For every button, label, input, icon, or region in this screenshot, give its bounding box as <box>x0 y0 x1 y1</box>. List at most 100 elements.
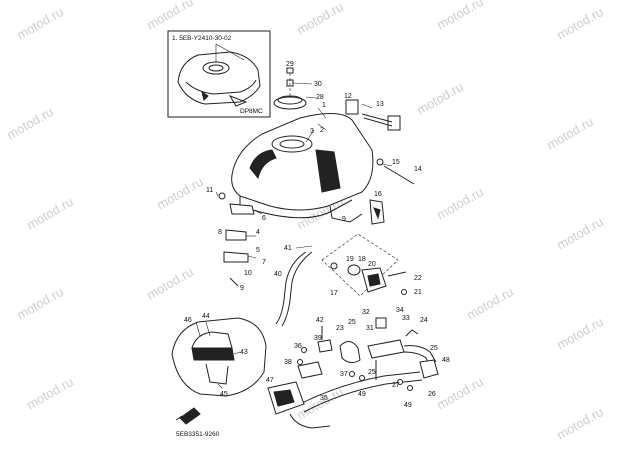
fuel-line-assembly <box>267 317 439 429</box>
pump-relay <box>297 361 323 379</box>
inset-title: 1. 5EB-Y2410-30-02 <box>172 35 232 42</box>
watermark: motod.ru <box>414 79 466 118</box>
callout-29: 29 <box>286 61 294 68</box>
watermark: motod.ru <box>434 0 486 33</box>
callout-1: 1 <box>322 102 326 109</box>
watermark: motod.ru <box>144 0 196 33</box>
tank-side-cover <box>171 317 267 397</box>
front-bracket <box>229 203 255 215</box>
callout-47: 47 <box>266 377 274 384</box>
callout-14: 14 <box>414 166 422 173</box>
tank-filler-neck <box>271 135 313 153</box>
callout-10: 10 <box>244 270 252 277</box>
tank-mount-bracket <box>345 99 415 225</box>
filler-cap-assembly <box>273 67 317 110</box>
callout-36: 36 <box>294 343 302 350</box>
inset-filler-opening <box>202 61 230 75</box>
callout-41: 41 <box>284 245 292 252</box>
fuel-cock-assembly <box>275 233 407 327</box>
watermark: motod.ru <box>464 284 516 323</box>
callout-44: 44 <box>202 313 210 320</box>
callout-16: 16 <box>374 191 382 198</box>
callout-2: 2 <box>320 127 324 134</box>
mount-washer <box>376 158 384 166</box>
inset-badge <box>201 90 209 101</box>
callout-37: 37 <box>340 371 348 378</box>
mount-bolt <box>383 165 415 185</box>
watermark: motod.ru <box>434 184 486 223</box>
callout-30: 30 <box>314 81 322 88</box>
callout-11: 11 <box>206 187 213 194</box>
callout-18: 18 <box>358 256 366 263</box>
callout-3: 3 <box>310 128 314 135</box>
callout-4: 4 <box>256 229 260 236</box>
callout-24: 24 <box>420 317 428 324</box>
callout-38: 38 <box>284 359 292 366</box>
rubber-damper-rear <box>387 115 401 131</box>
callout-27: 27 <box>392 382 400 389</box>
cap-screw <box>286 67 294 74</box>
callout-21: 21 <box>414 289 422 296</box>
callout-39: 39 <box>314 335 322 342</box>
callout-35: 35 <box>320 395 328 402</box>
callout-46: 46 <box>184 317 192 324</box>
rubber-mount <box>225 229 247 241</box>
watermark: motod.ru <box>554 314 606 353</box>
callout-23: 23 <box>336 325 344 332</box>
callout-45: 45 <box>220 391 228 398</box>
callout-34: 34 <box>396 307 404 314</box>
callout-5: 5 <box>256 247 260 254</box>
callout-26: 26 <box>428 391 436 398</box>
watermark: motod.ru <box>544 114 596 153</box>
callout-33: 33 <box>402 315 410 322</box>
callout-49b: 49 <box>404 402 412 409</box>
callout-25: 25 <box>348 319 356 326</box>
filler-cap <box>273 96 307 110</box>
watermark: motod.ru <box>144 264 196 303</box>
callout-48: 48 <box>442 357 450 364</box>
callout-labels: 1 2 3 4 5 6 7 8 9 10 11 12 13 14 15 16 1… <box>176 61 450 438</box>
pump-bracket <box>419 359 439 379</box>
watermark: motod.ru <box>24 194 76 233</box>
callout-20: 20 <box>368 261 376 268</box>
hose-joint-23 <box>339 341 361 364</box>
watermark: motod.ru <box>14 4 66 43</box>
watermark: motod.ru <box>294 0 346 38</box>
inset-code: DP8MC <box>240 108 263 115</box>
fuel-cock-body <box>347 264 361 276</box>
watermark: motod.ru <box>14 284 66 323</box>
front-arrow-icon <box>175 407 201 425</box>
tank-knee-recess-left <box>249 149 277 180</box>
callout-8: 8 <box>218 229 222 236</box>
callout-28: 28 <box>316 94 324 101</box>
callout-25c: 25 <box>368 369 376 376</box>
callout-43: 43 <box>240 349 248 356</box>
tank-front-mount-hardware <box>215 191 263 287</box>
clamp-31 <box>375 317 387 329</box>
mount-collar <box>361 113 393 123</box>
watermark: motod.ru <box>554 404 606 443</box>
fuel-tank <box>231 107 374 223</box>
callout-9b: 9 <box>342 216 346 223</box>
callout-25b: 25 <box>430 345 438 352</box>
callout-40: 40 <box>274 271 282 278</box>
callout-49: 49 <box>358 391 366 398</box>
callout-19: 19 <box>346 256 354 263</box>
fuel-hose-40 <box>275 251 307 325</box>
tank-emblem <box>315 149 341 193</box>
figure-code: 5EB3351-9260 <box>176 431 220 438</box>
callout-12: 12 <box>344 93 352 100</box>
bolt <box>229 277 239 287</box>
inset-tank-cover <box>177 51 261 105</box>
inset-panel: 1. 5EB-Y2410-30-02 DP8MC <box>167 30 271 118</box>
watermark: motod.ru <box>4 104 56 143</box>
watermark: motod.ru <box>434 374 486 413</box>
rubber-damper-front <box>345 99 359 115</box>
callout-6: 6 <box>262 215 266 222</box>
callout-22: 22 <box>414 275 422 282</box>
callout-31: 31 <box>366 325 374 332</box>
holder <box>223 251 249 263</box>
clamp-39 <box>317 339 333 353</box>
watermark: motod.ru <box>24 374 76 413</box>
watermark: motod.ru <box>154 174 206 213</box>
